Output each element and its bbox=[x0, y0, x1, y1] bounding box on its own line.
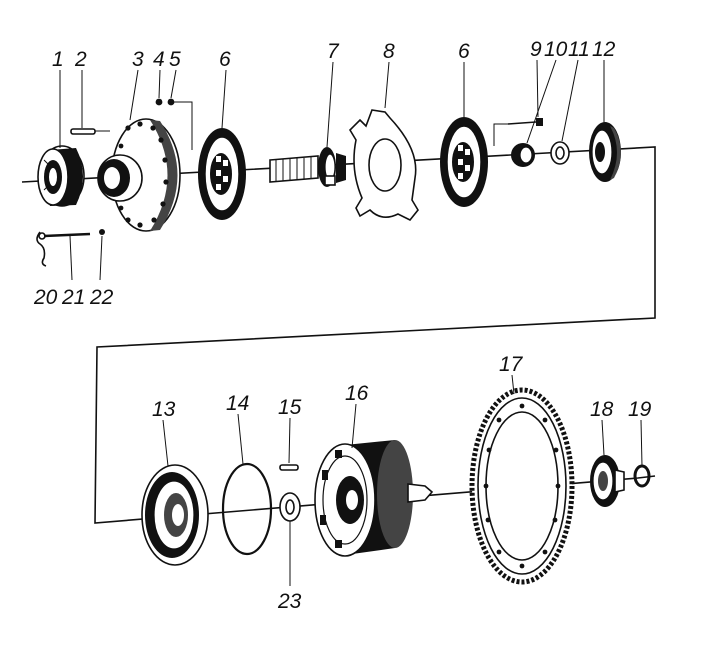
part-10-nut bbox=[511, 143, 535, 167]
part-3-flanged-hub bbox=[97, 118, 181, 232]
part-18-bearing bbox=[590, 455, 625, 507]
label-14: 14 bbox=[226, 392, 249, 415]
label-19: 19 bbox=[628, 398, 652, 421]
part-20-clip-pin bbox=[36, 231, 47, 267]
part-13-cup bbox=[141, 464, 209, 566]
part-8-tabbed-plate bbox=[348, 109, 419, 222]
label-17: 17 bbox=[499, 353, 524, 376]
part-19-snap-ring bbox=[633, 464, 651, 488]
part-6-friction-disc-left bbox=[198, 128, 246, 220]
label-6-left: 6 bbox=[219, 48, 231, 71]
part-2-pin bbox=[70, 128, 110, 135]
part-11-ring bbox=[550, 141, 570, 165]
leader-lines bbox=[59, 59, 643, 586]
label-13: 13 bbox=[152, 398, 176, 421]
label-15: 15 bbox=[278, 396, 302, 419]
label-10: 10 bbox=[544, 38, 568, 61]
label-23: 23 bbox=[277, 590, 302, 613]
part-7-splined-shaft bbox=[269, 147, 346, 187]
label-20: 20 bbox=[33, 286, 58, 309]
part-15-pin bbox=[279, 464, 299, 471]
label-1: 1 bbox=[52, 48, 64, 71]
part-6-friction-disc-right bbox=[440, 117, 488, 207]
label-11: 11 bbox=[568, 38, 590, 61]
label-7: 7 bbox=[327, 40, 340, 63]
label-22: 22 bbox=[89, 286, 114, 309]
label-3: 3 bbox=[132, 48, 144, 71]
leader-4-5 bbox=[171, 101, 193, 150]
part-1-bearing bbox=[37, 145, 85, 207]
part-9-screw bbox=[493, 118, 543, 146]
assembly-axis-line bbox=[21, 146, 656, 524]
part-12-bearing-cone bbox=[589, 122, 621, 182]
label-21: 21 bbox=[61, 286, 85, 309]
label-16: 16 bbox=[345, 382, 369, 405]
label-5: 5 bbox=[169, 48, 181, 71]
label-12: 12 bbox=[592, 38, 616, 61]
label-18: 18 bbox=[590, 398, 614, 421]
part-21-long-bolt bbox=[43, 232, 91, 238]
label-6-right: 6 bbox=[458, 40, 470, 63]
part-22-nut bbox=[99, 229, 105, 235]
part-number-labels: 1 2 3 4 5 6 7 8 6 9 10 11 12 20 21 22 13… bbox=[33, 38, 652, 613]
label-4: 4 bbox=[153, 48, 165, 71]
label-8: 8 bbox=[383, 40, 395, 63]
part-23-washer bbox=[279, 492, 301, 522]
part-14-o-ring bbox=[221, 462, 273, 556]
label-2: 2 bbox=[74, 48, 87, 71]
part-17-ring-gear bbox=[469, 387, 575, 585]
part-4-dowel bbox=[155, 98, 163, 106]
label-9: 9 bbox=[530, 38, 542, 61]
part-16-clutch-drum bbox=[314, 440, 434, 557]
